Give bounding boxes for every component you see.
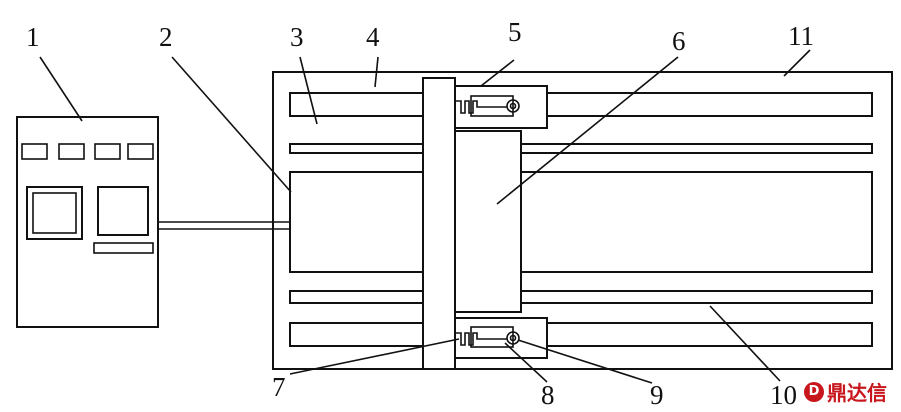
base-frame: [272, 71, 893, 370]
lower-clamp-assembly: [454, 317, 548, 359]
watermark-text: 鼎达信: [827, 381, 887, 405]
watermark-mark-icon: D: [804, 381, 824, 402]
lower-guide-strip: [289, 290, 873, 304]
control-panel: [97, 186, 149, 236]
label-2: 2: [159, 22, 173, 52]
indicator-2: [58, 143, 85, 160]
label-8: 8: [541, 380, 555, 410]
watermark-logo: D 鼎达信: [804, 377, 887, 406]
label-4: 4: [366, 22, 380, 52]
display-screen: [26, 186, 83, 240]
center-bed: [289, 171, 873, 273]
indicator-3: [94, 143, 121, 160]
label-5: 5: [508, 17, 522, 47]
lower-rail: [289, 322, 873, 347]
sliding-carriage: [422, 77, 522, 370]
upper-guide-strip: [289, 143, 873, 154]
label-6: 6: [672, 26, 686, 56]
leader-lines: [39, 49, 811, 384]
slot-strip: [93, 242, 154, 254]
indicator-1: [21, 143, 48, 160]
control-cabinet: [16, 116, 159, 328]
label-3: 3: [290, 22, 304, 52]
label-10: 10: [770, 380, 797, 410]
indicator-4: [127, 143, 154, 160]
part-labels: 1 2 3 4 5 6 11 7 8 9 10: [26, 17, 814, 410]
label-1: 1: [26, 22, 40, 52]
upper-rail: [289, 92, 873, 117]
label-7: 7: [272, 372, 286, 402]
label-11: 11: [788, 21, 814, 51]
connecting-cable: [158, 221, 291, 230]
upper-clamp-assembly: [454, 85, 548, 129]
label-9: 9: [650, 380, 664, 410]
